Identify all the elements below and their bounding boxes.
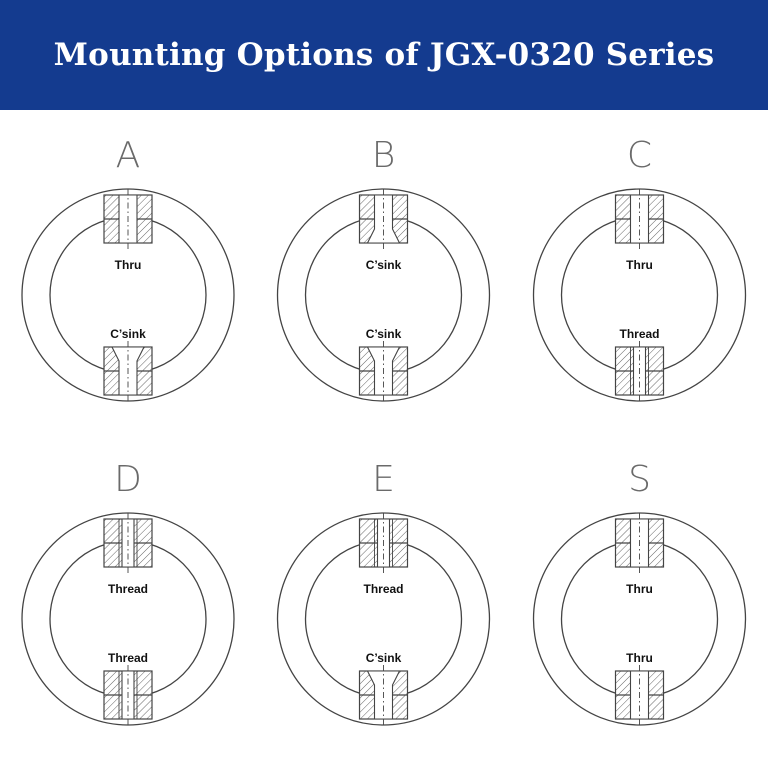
bottom-hole-label: C’sink [366,327,402,341]
top-hole-label: Thread [363,582,403,596]
option-letter: E [372,459,395,500]
bottom-hole-label: Thread [108,651,148,665]
page-title: Mounting Options of JGX-0320 Series [53,37,715,73]
option-letter: S [628,459,651,500]
mount-block-top [358,189,409,249]
mount-block-top [103,189,153,249]
top-hole-label: Thru [626,582,653,596]
mount-block-bottom [103,341,153,401]
mount-block-top [103,513,153,573]
mount-block-bottom [358,665,409,725]
mount-block-top [614,189,665,249]
mount-block-bottom [614,341,665,401]
mount-block-top [358,513,409,573]
bottom-hole-label: C’sink [110,327,146,341]
bottom-hole-label: C’sink [366,651,402,665]
top-hole-label: Thread [108,582,148,596]
bottom-hole-label: Thread [619,327,659,341]
top-hole-label: Thru [626,258,653,272]
mount-block-bottom [103,665,153,725]
mount-block-bottom [358,341,409,401]
option-letter: C [627,135,652,176]
option-letter: A [116,135,141,176]
option-letter: D [114,459,142,500]
option-letter: B [372,135,396,176]
top-hole-label: Thru [115,258,142,272]
header-banner: Mounting Options of JGX-0320 Series [0,0,768,112]
mount-block-top [614,513,665,573]
bottom-hole-label: Thru [626,651,653,665]
top-hole-label: C’sink [366,258,402,272]
mount-block-bottom [614,665,665,725]
